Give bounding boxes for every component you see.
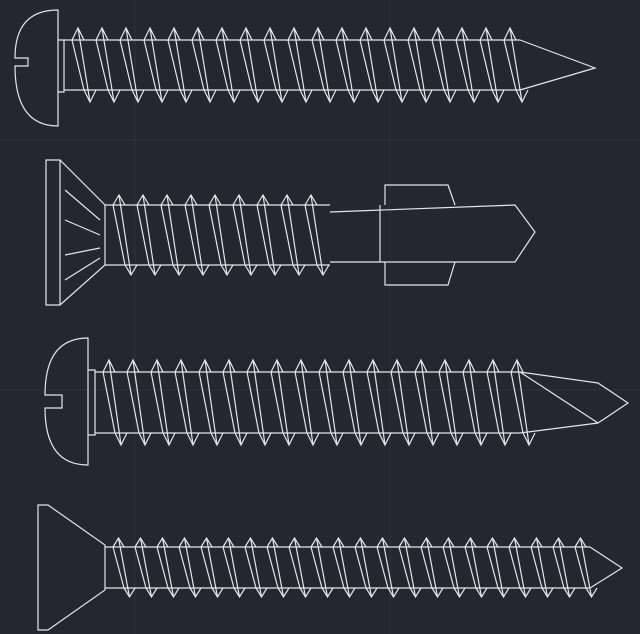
- drill-point: [329, 184, 536, 286]
- pan-head-self-drilling-screw[interactable]: [44, 337, 630, 466]
- drill-tip: [519, 371, 630, 434]
- flat-head: [37, 504, 106, 631]
- countersunk-self-drilling-screw[interactable]: [45, 159, 536, 306]
- neck: [88, 369, 96, 436]
- pan-head: [14, 9, 59, 127]
- thread-lines: [64, 26, 529, 104]
- pan-head-tapping-screw[interactable]: [14, 9, 597, 127]
- thread-lines: [105, 536, 598, 599]
- pan-head: [44, 337, 89, 466]
- head-ribs: [64, 189, 101, 281]
- flat-head-wood-screw[interactable]: [37, 504, 624, 631]
- neck: [58, 39, 65, 93]
- tip: [519, 39, 597, 91]
- thread-lines: [95, 358, 536, 447]
- tip: [589, 546, 624, 589]
- thread-lines: [105, 193, 330, 277]
